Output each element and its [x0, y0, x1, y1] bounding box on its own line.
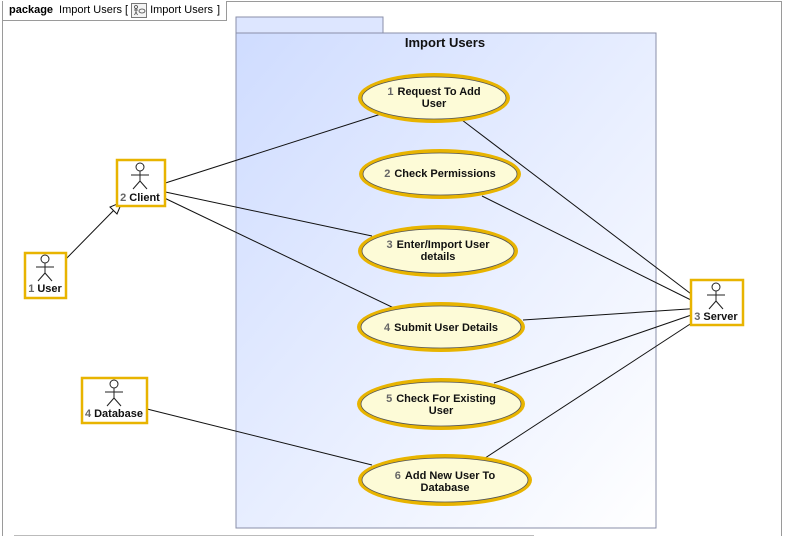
- associations: [146, 113, 705, 466]
- package-header-tab: package Import Users [ Import Users ]: [2, 1, 228, 21]
- usecase-uc6[interactable]: 6 Add New User To Database: [358, 454, 532, 506]
- uc5-number: 5: [386, 393, 392, 405]
- user-stick-figure-icon: [36, 254, 54, 282]
- assoc-uc2-server[interactable]: [481, 195, 704, 307]
- uc1-line2: User: [422, 98, 447, 110]
- server-stick-figure-icon: [707, 282, 725, 310]
- uc3-line1: Enter/Import User: [397, 239, 491, 251]
- subject-tab: [235, 16, 384, 34]
- user-label: User: [37, 283, 62, 295]
- usecase-uc1[interactable]: 1 Request To Add User: [358, 73, 510, 123]
- assoc-client-uc1[interactable]: [155, 113, 382, 187]
- bracket-close: ]: [217, 4, 221, 16]
- diagram-frame: [2, 1, 782, 536]
- uc5-line2: User: [429, 405, 454, 417]
- assoc-database-uc6[interactable]: [146, 408, 373, 466]
- uc4-line1: Submit User Details: [394, 322, 498, 334]
- uc2-line1: Check Permissions: [394, 168, 496, 180]
- server-number: 3: [694, 311, 700, 323]
- uc6-number: 6: [395, 470, 401, 482]
- assoc-uc5-server[interactable]: [493, 310, 704, 384]
- uc5-line1: Check For Existing: [396, 393, 496, 405]
- client-stick-figure-icon: [131, 162, 149, 190]
- client-label: Client: [129, 192, 160, 204]
- server-label: Server: [703, 311, 738, 323]
- client-number: 2: [120, 192, 126, 204]
- uc1-line1: Request To Add: [398, 86, 481, 98]
- bottom-edge: [14, 535, 534, 540]
- database-number: 4: [85, 408, 92, 420]
- assoc-uc6-server[interactable]: [478, 314, 705, 463]
- subject-title: Import Users: [405, 35, 485, 50]
- usecase-uc5[interactable]: 5 Check For Existing User: [357, 378, 525, 430]
- usecase-uc2[interactable]: 2 Check Permissions: [359, 149, 521, 199]
- assoc-uc4-server[interactable]: [522, 307, 704, 321]
- database-stick-figure-icon: [105, 379, 123, 407]
- assoc-client-uc3[interactable]: [155, 189, 373, 237]
- usecase-uc3[interactable]: 3 Enter/Import User details: [358, 225, 518, 277]
- database-label: Database: [94, 408, 143, 420]
- uc1-number: 1: [387, 86, 393, 98]
- assoc-client-uc4[interactable]: [155, 193, 399, 311]
- user-number: 1: [28, 283, 34, 295]
- generalization-user-client[interactable]: [61, 201, 123, 264]
- uc3-number: 3: [386, 239, 392, 251]
- assoc-uc1-server[interactable]: [461, 119, 704, 304]
- uc6-line1: Add New User To: [405, 470, 496, 482]
- uc4-number: 4: [384, 322, 391, 334]
- package-keyword: package: [9, 4, 54, 16]
- usecase-diagram-icon: [131, 3, 148, 18]
- bracket-open: [: [125, 4, 129, 16]
- uc6-line2: Database: [421, 482, 470, 494]
- diagram-name: Import Users: [150, 4, 214, 16]
- package-name: Import Users: [59, 4, 122, 16]
- uc2-number: 2: [384, 168, 390, 180]
- uc3-line2: details: [421, 251, 456, 263]
